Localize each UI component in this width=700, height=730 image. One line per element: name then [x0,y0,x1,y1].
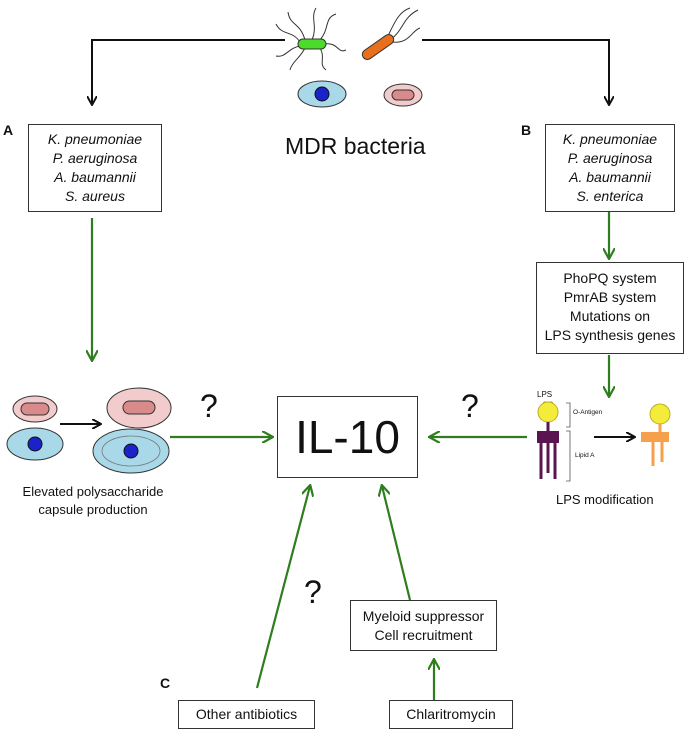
lps-modification-caption: LPS modification [556,492,654,507]
myeloid-line: Myeloid suppressor [362,608,485,624]
species-item: S. aureus [65,188,125,204]
other-antibiotics-box: Other antibiotics [178,700,315,729]
lps-label: LPS [537,390,553,399]
capsule-caption-line: Elevated polysaccharide [22,484,164,499]
mechanisms-box: PhoPQ system PmrAB system Mutations on L… [536,262,684,354]
lps-illustration [537,401,671,482]
question-mark-bottom: ? [304,574,322,610]
species-item: P. aeruginosa [567,150,653,166]
left-species-box: K. pneumoniae P. aeruginosa A. baumannii… [28,124,162,212]
orange-bacterium-icon [361,34,395,60]
mdr-bacteria-title: MDR bacteria [285,133,426,159]
capsule-caption: Elevated polysaccharide capsule producti… [0,483,186,519]
panel-label-a: A [3,122,14,138]
arrow-to-panel-a [92,39,285,104]
right-species-box: K. pneumoniae P. aeruginosa A. baumannii… [545,124,675,212]
panel-label-b: B [521,122,532,138]
mechanism-item: Mutations on [569,308,651,324]
panel-label-c: C [160,675,171,691]
o-antigen-label: O-Antigen [573,409,603,416]
myeloid-line: Cell recruitment [374,627,473,643]
question-mark-left: ? [200,388,218,424]
mechanism-item: PmrAB system [563,289,657,305]
il10-box: IL-10 [277,396,418,478]
species-item: A. baumannii [54,169,136,185]
arrow-myeloid-to-il10 [382,486,412,601]
question-mark-right: ? [461,388,479,424]
green-bacterium-icon [297,38,327,50]
species-item: K. pneumoniae [47,131,143,147]
capsule-caption-line: capsule production [38,502,148,517]
arrow-to-panel-b [422,39,609,104]
mdr-bacteria-illustration [275,7,423,108]
mechanism-item: LPS synthesis genes [544,327,676,343]
mechanism-item: PhoPQ system [563,270,657,286]
species-item: A. baumannii [569,169,651,185]
arrow-antibiotics-to-il10 [255,486,310,689]
lipid-a-label: Lipid A [575,452,595,459]
capsule-illustration [6,387,172,474]
species-item: S. enterica [576,188,644,204]
species-item: K. pneumoniae [562,131,658,147]
myeloid-box: Myeloid suppressor Cell recruitment [350,600,497,651]
species-item: P. aeruginosa [52,150,138,166]
clarithromycin-box: Chlaritromycin [389,700,513,729]
